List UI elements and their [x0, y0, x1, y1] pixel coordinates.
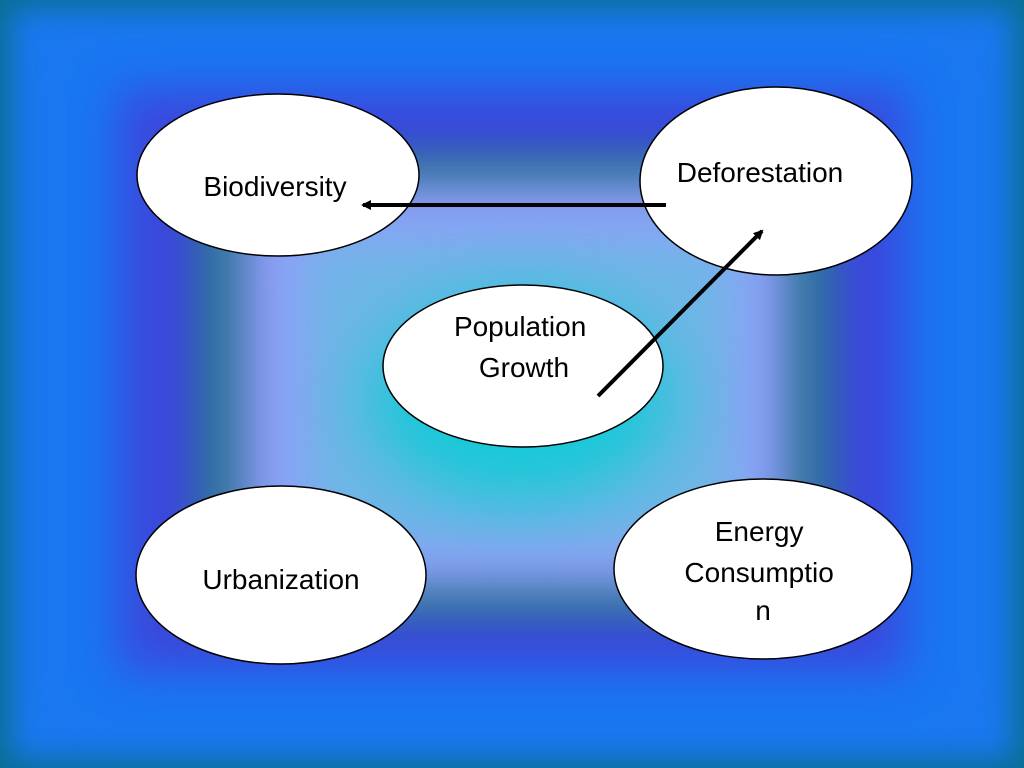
node-urbanization-ellipse — [135, 485, 427, 665]
node-deforestation-ellipse — [639, 86, 913, 276]
node-urbanization-label: Urbanization — [202, 564, 359, 595]
node-biodiversity-ellipse — [136, 93, 420, 257]
node-energy-consumption-label: Energy Consumptio n — [684, 516, 841, 626]
node-deforestation: Deforestation — [639, 86, 913, 276]
node-deforestation-label: Deforestation — [677, 157, 844, 188]
node-biodiversity-label: Biodiversity — [203, 171, 346, 202]
arrow-population-growth-to-deforestation — [596, 229, 764, 398]
node-energy-consumption: Energy Consumptio n — [613, 478, 913, 660]
node-population-growth: Population Growth — [382, 284, 664, 448]
node-population-growth-ellipse — [382, 284, 664, 448]
node-biodiversity: Biodiversity — [136, 93, 420, 257]
node-population-growth-label: Population Growth — [454, 311, 594, 383]
node-energy-consumption-ellipse — [613, 478, 913, 660]
node-urbanization: Urbanization — [135, 485, 427, 665]
